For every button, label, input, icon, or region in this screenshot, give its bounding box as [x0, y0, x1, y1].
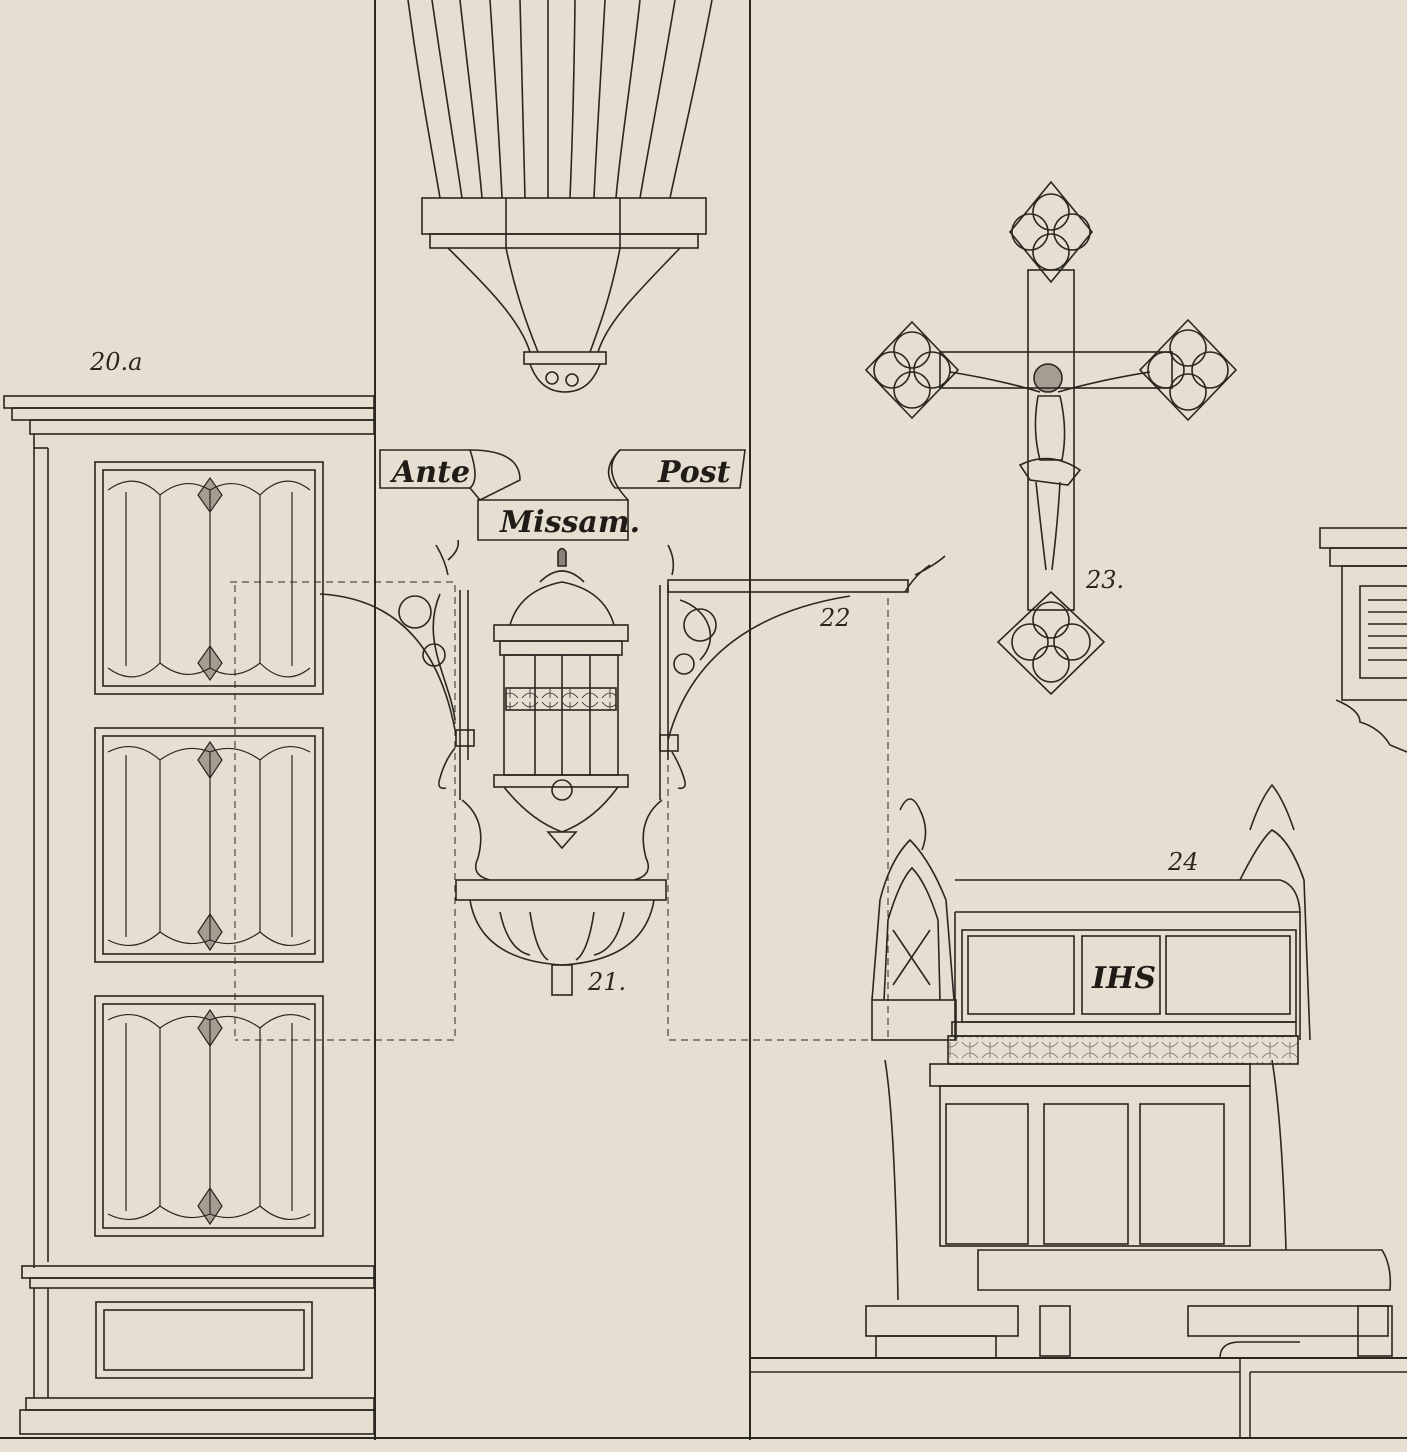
cupboard-panel-ornament-bottom: [107, 1008, 311, 1226]
bracket-right-drawing: [659, 544, 946, 800]
cupboard-drawing: [3, 395, 375, 1435]
projection-lines: [230, 581, 889, 1041]
figure-label-24: 24: [1167, 848, 1199, 876]
bracket-left-drawing: [319, 539, 475, 800]
banner-left-text: Ante: [389, 455, 470, 490]
banner-right-text: Post: [657, 455, 731, 490]
figure-label-22: 22: [819, 604, 851, 632]
vault-corbel-drawing: [407, 0, 713, 393]
figure-label-21: 21.: [587, 968, 626, 996]
bench-drawing: [865, 783, 1393, 1359]
figure-label-23: 23.: [1085, 566, 1124, 594]
wall-plaque-drawing: [1319, 527, 1407, 753]
cupboard-panel-ornament-top: [107, 476, 311, 682]
banner-center-text: Missam.: [499, 505, 640, 540]
figure-label-20a: 20.a: [89, 348, 142, 376]
ante-post-banner: [379, 449, 746, 541]
cupboard-panel-ornament-middle: [107, 740, 311, 952]
hanging-lamp-drawing: [455, 547, 667, 996]
crucifix-drawing: [864, 180, 1238, 696]
bench-monogram: IHS: [1091, 961, 1156, 996]
